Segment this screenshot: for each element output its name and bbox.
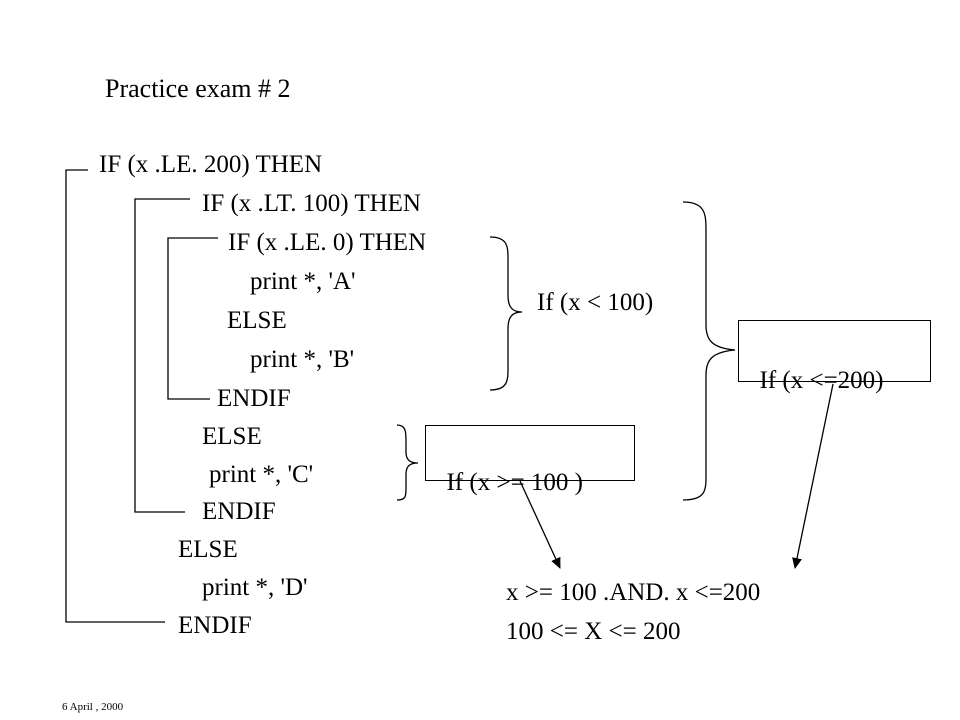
- code-line-print-b: print *, 'B': [250, 346, 355, 373]
- code-line-print-d: print *, 'D': [202, 574, 308, 601]
- result-line-range: 100 <= X <= 200: [506, 618, 681, 645]
- code-line-endif-inner: ENDIF: [217, 385, 291, 412]
- lt100-brace: [489, 236, 523, 391]
- annotation-box-ge-100: If (x >= 100 ): [425, 425, 635, 496]
- annotation-lt-100: If (x < 100): [537, 289, 654, 316]
- code-line-if-lt-100: IF (x .LT. 100) THEN: [202, 190, 421, 217]
- outer-if-bracket: [65, 169, 165, 623]
- code-line-else-outer: ELSE: [178, 536, 238, 563]
- code-line-if-le-200: IF (x .LE. 200) THEN: [99, 151, 323, 178]
- code-line-else-middle: ELSE: [202, 423, 262, 450]
- code-line-if-le-0: IF (x .LE. 0) THEN: [228, 229, 427, 256]
- annotation-box-le-200: If (x <=200): [738, 320, 931, 394]
- le200-arrow: [792, 383, 834, 569]
- inner-if-bracket: [167, 237, 218, 400]
- ge100-arrow: [519, 480, 561, 569]
- code-line-print-c: print *, 'C': [209, 461, 314, 488]
- annotation-le-200: If (x <=200): [759, 367, 884, 394]
- code-line-endif-middle: ENDIF: [202, 498, 276, 525]
- middle-if-bracket: [134, 198, 190, 513]
- footer-date: 6 April , 2000: [62, 701, 124, 713]
- page-title: Practice exam # 2: [105, 74, 291, 103]
- code-line-endif-outer: ENDIF: [178, 612, 252, 639]
- code-line-print-a: print *, 'A': [250, 268, 356, 295]
- ge100-brace: [396, 424, 419, 501]
- code-line-else-inner: ELSE: [227, 307, 287, 334]
- result-line-and: x >= 100 .AND. x <=200: [506, 579, 761, 606]
- le200-brace: [682, 201, 736, 501]
- annotation-ge-100: If (x >= 100 ): [446, 469, 584, 496]
